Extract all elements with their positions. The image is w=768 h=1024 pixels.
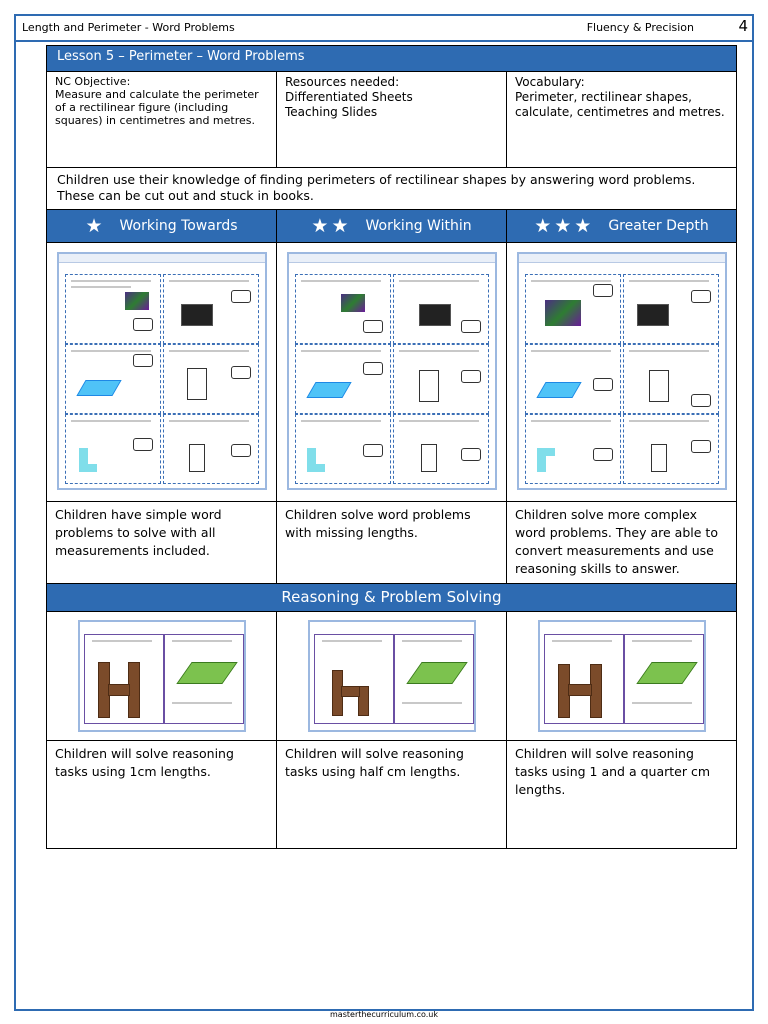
- reasoning-thumbnail-cell: [276, 611, 507, 741]
- worksheet-thumbnail-greater-depth: [516, 252, 727, 490]
- resource-item: Differentiated Sheets: [285, 90, 413, 104]
- worksheet-thumbnail-cell: [46, 242, 277, 502]
- reasoning-thumbnail-2: [307, 620, 476, 732]
- lesson-summary: Children use their knowledge of finding …: [57, 172, 696, 203]
- level-header-working-towards: ★ Working Towards: [46, 209, 277, 243]
- vocabulary-label: Vocabulary:: [515, 75, 585, 89]
- level-header-working-within: ★★ Working Within: [276, 209, 507, 243]
- star-icon: ★★★: [534, 215, 595, 237]
- level-label: Greater Depth: [608, 218, 709, 234]
- worksheet-thumbnail-cell: [276, 242, 507, 502]
- level-description: Children solve more complex word problem…: [506, 501, 737, 584]
- reasoning-description: Children will solve reasoning tasks usin…: [506, 740, 737, 849]
- page-header: Length and Perimeter - Word Problems Flu…: [14, 14, 754, 42]
- footer-url: masterthecurriculum.co.uk: [330, 1010, 438, 1019]
- resources-cell: Resources needed: Differentiated Sheets …: [276, 71, 507, 168]
- header-section: Fluency & Precision: [586, 21, 694, 34]
- vocabulary-text: Perimeter, rectilinear shapes, calculate…: [515, 90, 725, 119]
- lesson-title: Lesson 5 – Perimeter – Word Problems: [57, 49, 305, 64]
- vocabulary-cell: Vocabulary: Perimeter, rectilinear shape…: [506, 71, 737, 168]
- worksheet-thumbnail-working-within: [286, 252, 497, 490]
- level-label: Working Towards: [119, 218, 238, 234]
- reasoning-description: Children will solve reasoning tasks usin…: [276, 740, 507, 849]
- lesson-title-bar: Lesson 5 – Perimeter – Word Problems: [46, 45, 737, 72]
- level-label: Working Within: [365, 218, 472, 234]
- objective-cell: NC Objective: Measure and calculate the …: [46, 71, 277, 168]
- summary-cell: Children use their knowledge of finding …: [46, 167, 737, 210]
- resources-label: Resources needed:: [285, 75, 400, 89]
- objective-text: Measure and calculate the perimeter of a…: [55, 88, 259, 127]
- level-description: Children have simple word problems to so…: [46, 501, 277, 584]
- star-icon: ★★: [311, 215, 352, 237]
- page-number: 4: [738, 17, 748, 35]
- reasoning-thumbnail-1: [77, 620, 246, 732]
- level-description: Children solve word problems with missin…: [276, 501, 507, 584]
- page-border: [14, 14, 754, 1011]
- level-header-greater-depth: ★★★ Greater Depth: [506, 209, 737, 243]
- objective-label: NC Objective:: [55, 75, 131, 88]
- reasoning-thumbnail-cell: [46, 611, 277, 741]
- reasoning-thumbnail-cell: [506, 611, 737, 741]
- reasoning-title: Reasoning & Problem Solving: [281, 588, 502, 606]
- worksheet-thumbnail-cell: [506, 242, 737, 502]
- reasoning-title-bar: Reasoning & Problem Solving: [46, 583, 737, 612]
- reasoning-description: Children will solve reasoning tasks usin…: [46, 740, 277, 849]
- worksheet-thumbnail-working-towards: [56, 252, 267, 490]
- header-title: Length and Perimeter - Word Problems: [22, 21, 235, 34]
- resource-item: Teaching Slides: [285, 105, 378, 119]
- star-icon: ★: [85, 215, 106, 237]
- lesson-table: Lesson 5 – Perimeter – Word Problems NC …: [46, 45, 737, 849]
- reasoning-thumbnail-3: [537, 620, 706, 732]
